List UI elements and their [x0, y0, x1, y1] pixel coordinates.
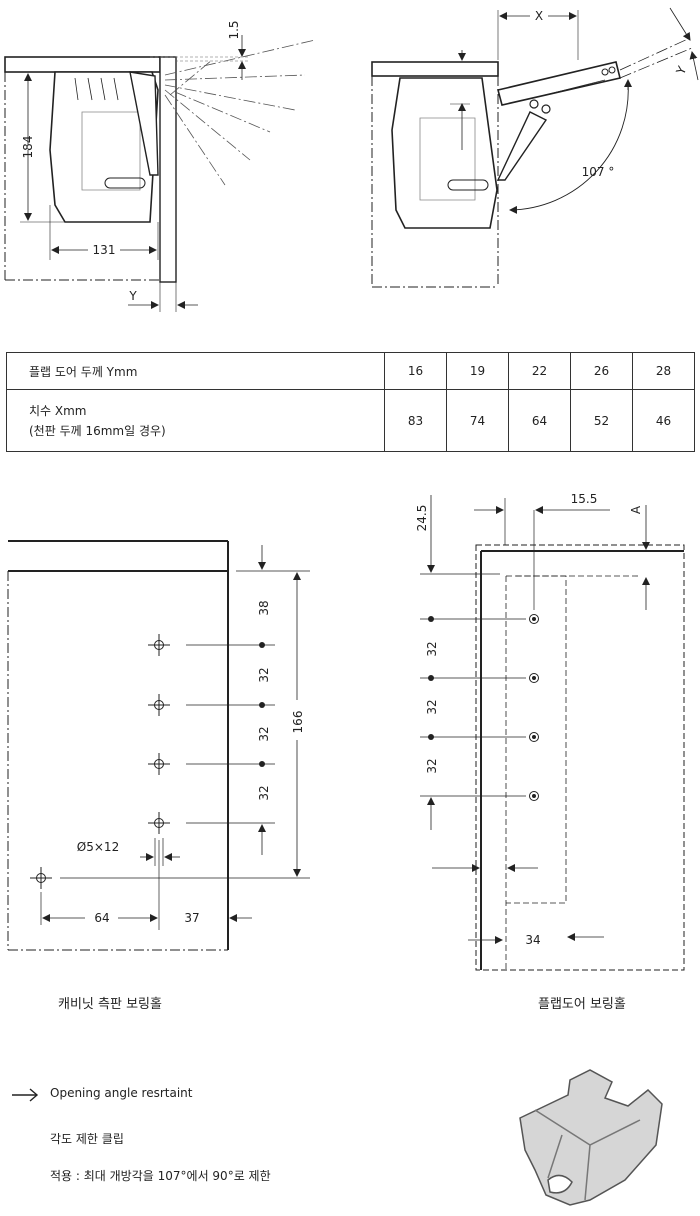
dim-32-a: 32: [257, 667, 271, 682]
dim-64: 64: [94, 911, 109, 925]
cell: 19: [446, 352, 509, 390]
dim-24-5: 24.5: [415, 505, 429, 532]
dim-y-left: Y: [128, 289, 137, 303]
clip-application: 적용 : 최대 개방각을 107°에서 90°로 제한: [50, 1169, 271, 1183]
cell: 28: [632, 352, 695, 390]
dim-32-b: 32: [257, 726, 271, 741]
dim-15-5: 15.5: [571, 492, 598, 506]
dim-184: 184: [21, 136, 35, 159]
top-right-drawing: [371, 7, 699, 288]
dim-34: 34: [525, 933, 540, 947]
cell: 22: [508, 352, 571, 390]
flap-door-boring-drawing: [420, 495, 685, 971]
dim-166: 166: [291, 711, 305, 734]
cell: 74: [446, 389, 509, 452]
dim-107-angle: 107 °: [582, 165, 615, 179]
dim-hole-diameter: Ø5×12: [77, 840, 119, 854]
spec-table: 플랩 도어 두께 Ymm 16 19 22 26 28 치수 Xmm (천판 두…: [6, 352, 695, 452]
arrow-legend-label: Opening angle resrtaint: [50, 1086, 193, 1100]
cell: 64: [508, 389, 571, 452]
cabinet-side-boring-drawing: [7, 540, 310, 951]
cabinet-side-caption: 캐비닛 측판 보링홀: [58, 997, 162, 1012]
table-row-door-thickness: 플랩 도어 두께 Ymm 16 19 22 26 28: [6, 352, 695, 390]
dim-x: X: [535, 9, 543, 23]
dim-32-d: 32: [425, 641, 439, 656]
row1-label: 플랩 도어 두께 Ymm: [6, 352, 385, 390]
table-row-dimension-x: 치수 Xmm (천판 두께 16mm일 경우) 83 74 64 52 46: [6, 389, 695, 452]
dim-32-f: 32: [425, 758, 439, 773]
row2-label-line1: 치수 Xmm: [29, 404, 87, 418]
dim-37: 37: [184, 911, 199, 925]
dim-38: 38: [257, 600, 271, 615]
cell: 83: [384, 389, 447, 452]
dim-a: A: [629, 505, 643, 514]
dim-1-5: 1.5: [227, 20, 241, 39]
dim-32-e: 32: [425, 699, 439, 714]
dim-131: 131: [93, 243, 116, 257]
dim-32-c: 32: [257, 785, 271, 800]
row2-label-line2: (천판 두께 16mm일 경우): [29, 424, 166, 438]
dim-y-right: Y: [673, 63, 689, 77]
row2-label: 치수 Xmm (천판 두께 16mm일 경우): [6, 389, 385, 452]
clip-name: 각도 제한 클립: [50, 1132, 124, 1146]
angle-restraint-clip-icon: [519, 1069, 663, 1206]
arrow-icon: [12, 1088, 39, 1102]
top-left-drawing: [4, 35, 316, 312]
cell: 16: [384, 352, 447, 390]
flap-door-caption: 플랩도어 보링홀: [538, 997, 626, 1012]
cell: 26: [570, 352, 633, 390]
cell: 46: [632, 389, 695, 452]
top-drawings: 1.5 184 131 Y X Y 107 °: [4, 7, 699, 312]
cell: 52: [570, 389, 633, 452]
